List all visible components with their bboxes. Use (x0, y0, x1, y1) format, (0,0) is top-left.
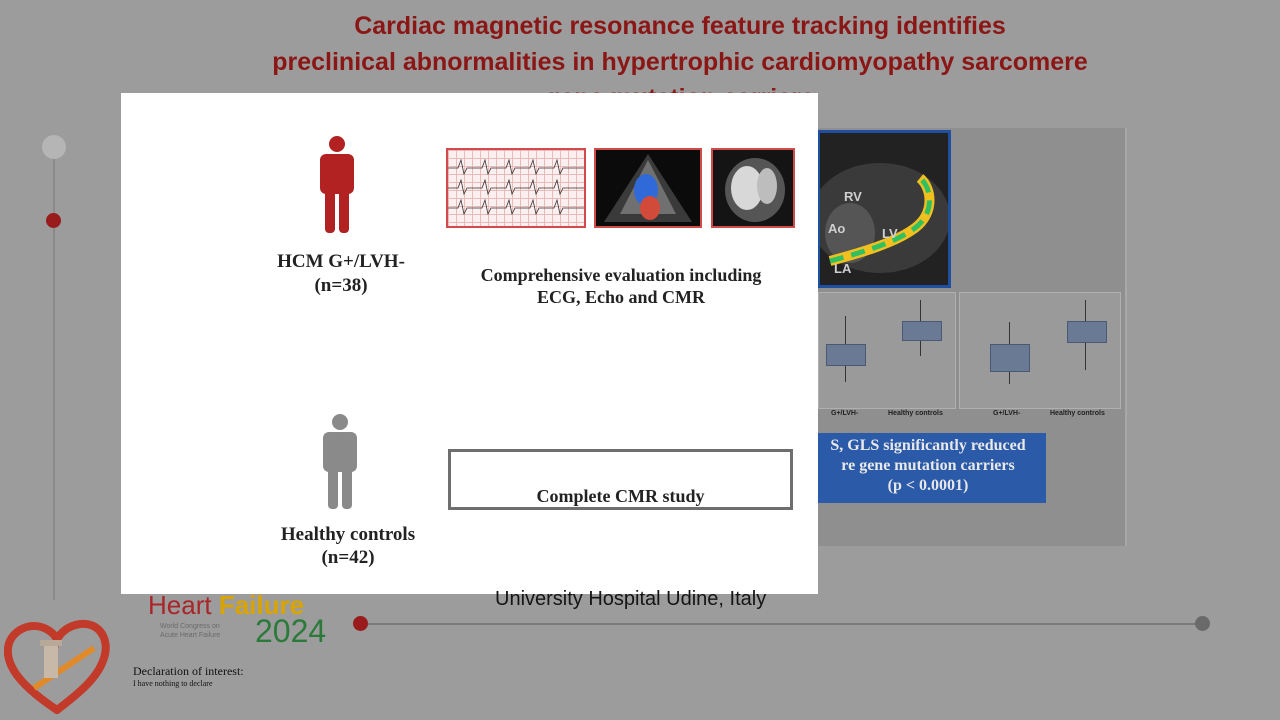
cmr-strain-image: RV Ao LV LA (817, 130, 951, 288)
boxplot-2-box-b (1067, 321, 1107, 343)
boxplot-2-box-a (990, 344, 1030, 372)
cmr-strain-drawing (820, 133, 948, 285)
results-line-3: (p < 0.0001) (887, 477, 969, 494)
boxplot-1-box-b (902, 321, 942, 341)
group2-label: Healthy controls (n=42) (258, 523, 438, 569)
logo-subtitle: World Congress on Acute Heart Failure (160, 622, 220, 640)
declaration-heading: Declaration of interest: (133, 664, 244, 678)
logo-year: 2024 (255, 613, 327, 649)
group1-evaluation-line2: ECG, Echo and CMR (536, 287, 706, 307)
group1-label-line2: (n=38) (314, 275, 368, 296)
boxplot-1-label-a: G+/LVH- (831, 410, 859, 417)
declaration-of-interest: Declaration of interest: I have nothing … (133, 664, 244, 690)
label-rv: RV (844, 189, 862, 204)
timeline-vertical (53, 147, 55, 600)
results-box: S, GLS significantly reduced re gene mut… (806, 433, 1046, 503)
declaration-text: I have nothing to declare (133, 679, 213, 688)
boxplot-1-box-a (826, 344, 866, 366)
group2-label-line2: (n=42) (321, 547, 375, 568)
person-icon-gray (323, 414, 357, 509)
group1-label: HCM G+/LVH- (n=38) (261, 250, 421, 298)
boxplot-2-label-a: G+/LVH- (993, 410, 1021, 417)
label-la: LA (834, 261, 852, 276)
logo-word-heart: Heart (148, 590, 212, 620)
person-icon-red (320, 136, 354, 233)
timeline-dot-red (46, 213, 61, 228)
group2-evaluation-box: Complete CMR study (448, 449, 793, 510)
boxplot-1-label-b: Healthy controls (888, 410, 943, 417)
results-line-1: S, GLS significantly reduced (830, 437, 1026, 454)
boxplot-2-label-b: Healthy controls (1050, 410, 1105, 417)
congress-logo-text: Heart Failure (148, 590, 304, 621)
ecg-trace (448, 158, 584, 216)
group1-evaluation-line1: Comprehensive evaluation including (480, 265, 762, 285)
timeline-dot-right (1195, 616, 1210, 631)
label-lv: LV (882, 226, 898, 241)
group1-label-line1: HCM G+/LVH- (277, 251, 405, 272)
group2-evaluation: Complete CMR study (536, 486, 705, 506)
slide-title: Cardiac magnetic resonance feature track… (240, 8, 1120, 116)
timeline-dot-top (42, 135, 66, 159)
group2-label-line1: Healthy controls (280, 524, 416, 545)
results-line-2: re gene mutation carriers (841, 457, 1015, 474)
echo-image (594, 148, 702, 228)
boxplot-2 (959, 292, 1121, 409)
timeline-horizontal (360, 623, 1202, 625)
cmr-image (711, 148, 795, 228)
group1-evaluation: Comprehensive evaluation including ECG, … (441, 264, 801, 308)
title-line-1: Cardiac magnetic resonance feature track… (354, 12, 1006, 40)
ecg-image (446, 148, 586, 228)
affiliation: University Hospital Udine, Italy (495, 588, 767, 610)
logo-subtitle-line2: Acute Heart Failure (160, 632, 221, 639)
timeline-dot-left (353, 616, 368, 631)
label-ao: Ao (828, 221, 846, 236)
title-line-2: preclinical abnormalities in hypertrophi… (272, 48, 1088, 76)
study-design-card: HCM G+/LVH- (n=38) Comprehensive evaluat… (121, 93, 818, 594)
echo-drawing (604, 154, 692, 222)
logo-subtitle-line1: World Congress on (160, 623, 220, 630)
logo-word-failure: Failure (218, 590, 305, 620)
cmr-drawing (725, 158, 785, 222)
heart-logo-icon (4, 619, 110, 714)
